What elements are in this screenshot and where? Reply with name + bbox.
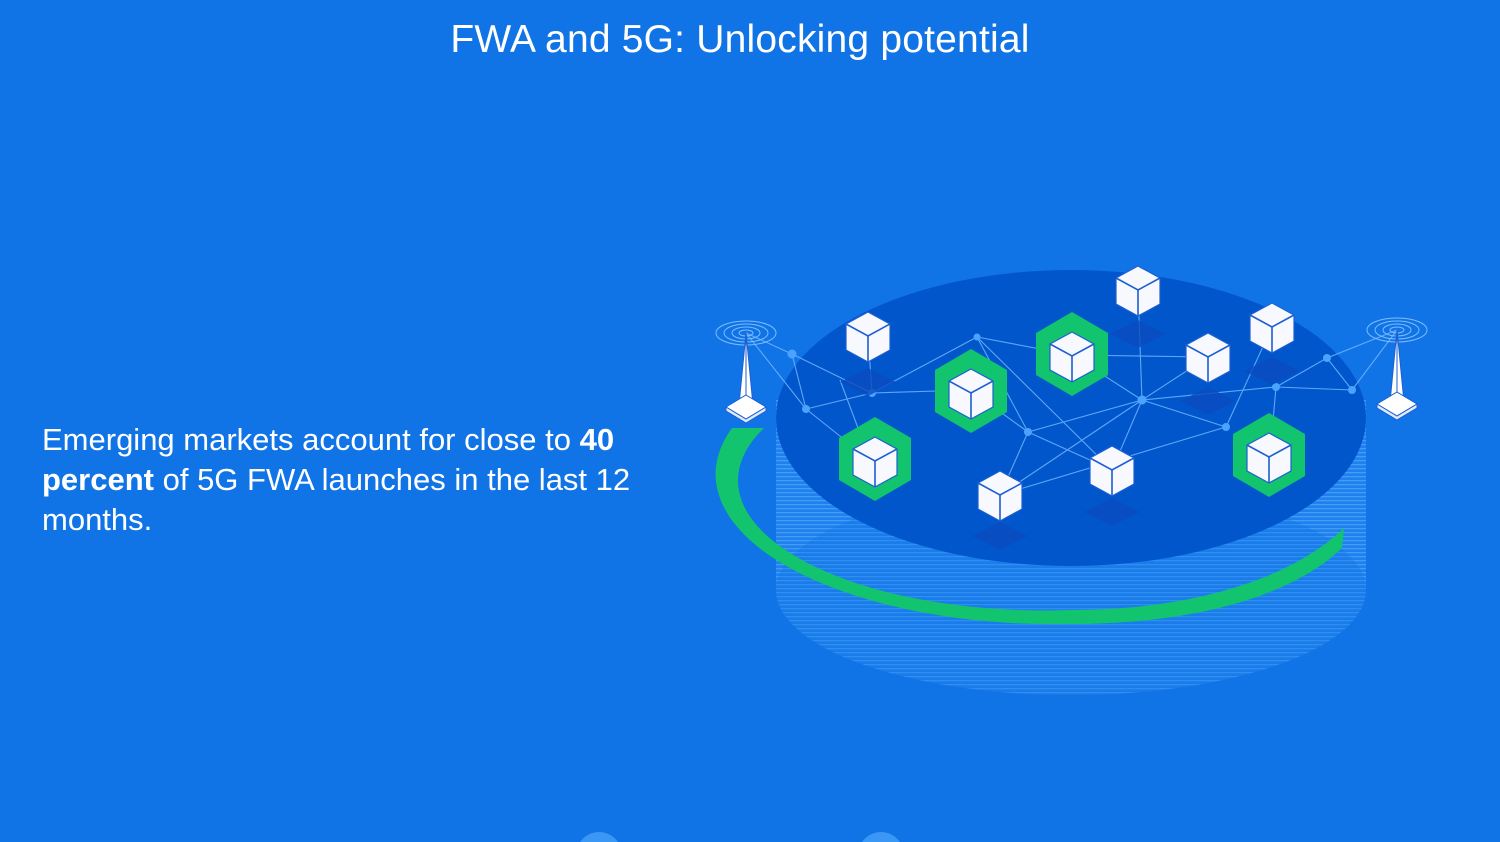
nav-dot-previous[interactable] (576, 832, 622, 842)
radio-tower-icon (715, 320, 777, 424)
network-platform-illustration (715, 265, 1428, 695)
statement-text-1: Emerging markets account for close to (42, 422, 580, 457)
network-nodes (787, 333, 1356, 436)
key-statement: Emerging markets account for close to 40… (42, 420, 662, 540)
nav-dot-next[interactable] (858, 832, 904, 842)
statement-text-2: of 5G FWA launches in the last 12 months… (42, 462, 631, 537)
page-title: FWA and 5G: Unlocking potential (450, 18, 1030, 61)
statement-highlight: 40 percent (42, 422, 615, 497)
radio-tower-icon (1366, 317, 1428, 421)
